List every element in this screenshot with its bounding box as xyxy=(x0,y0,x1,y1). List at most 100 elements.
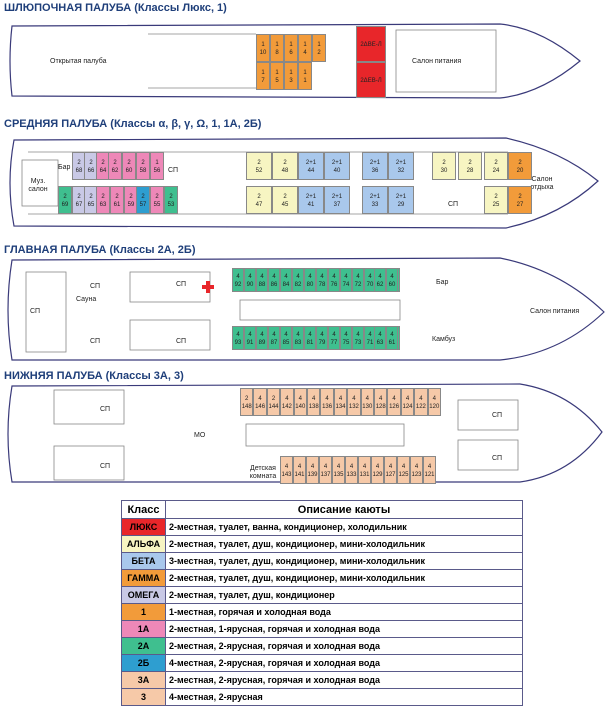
lux-cabin-top[interactable]: 2ΔВЕ-Л xyxy=(356,26,386,62)
legend-head-class: Класс xyxy=(121,500,166,519)
sauna-label: Сауна xyxy=(76,296,97,303)
deck1-dining-label: Салон питания xyxy=(412,58,462,65)
lux-cabin-bottom[interactable]: 2ΔЕВ-Л xyxy=(356,62,386,98)
legend-desc-0: 2-местная, туалет, ванна, кондиционер, х… xyxy=(165,518,523,536)
deck3-title: ГЛАВНАЯ ПАЛУБА (Классы 2А, 2Б) xyxy=(4,244,196,256)
